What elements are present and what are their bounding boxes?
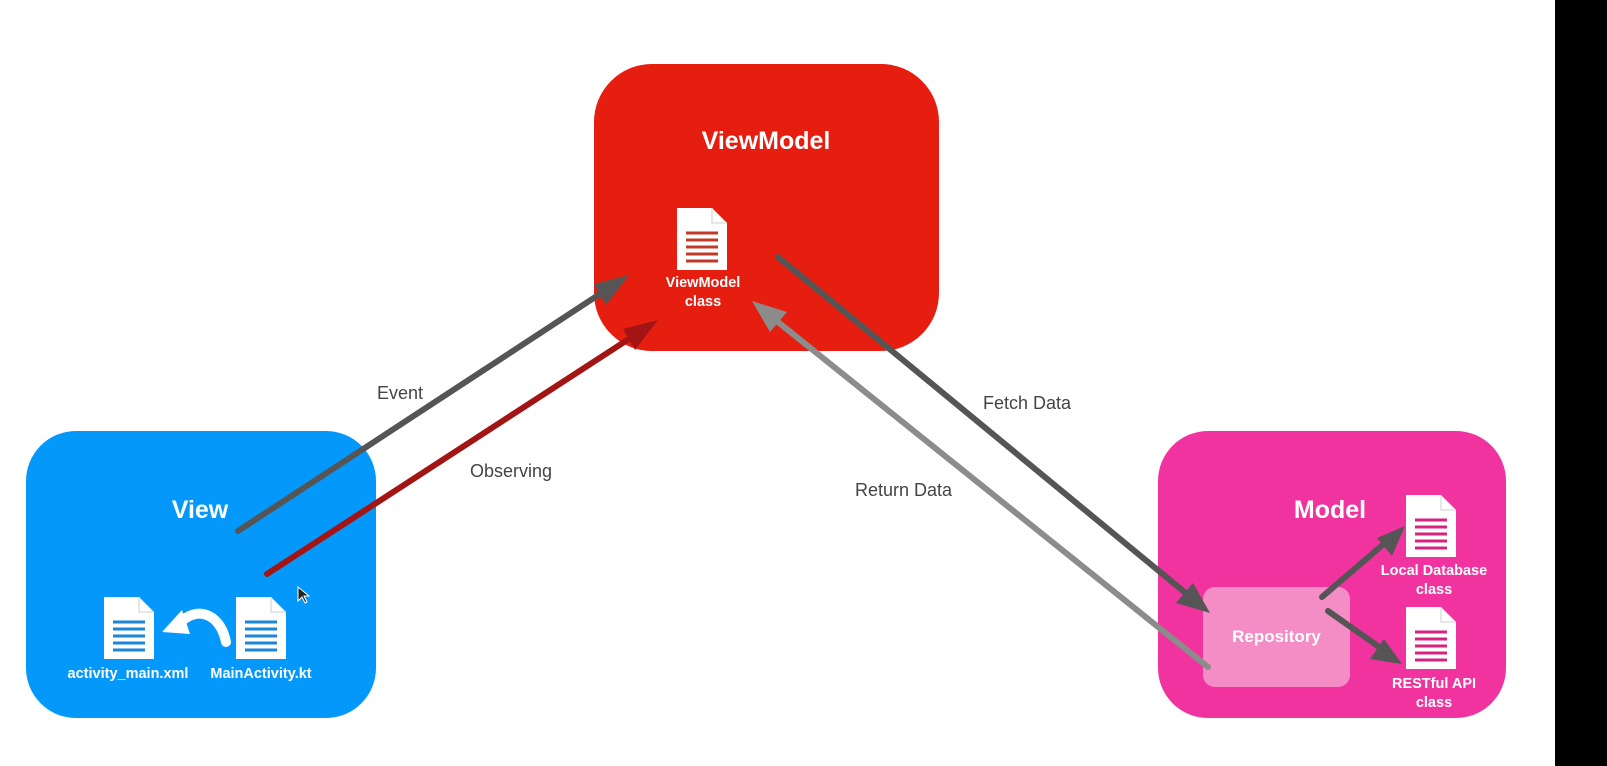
- restful-api-label: RESTful API class: [1391, 676, 1477, 711]
- local-database-label: Local Database class: [1380, 563, 1488, 598]
- repository-to-local-database-arrow: [1319, 526, 1405, 600]
- main-activity-document-icon: [235, 596, 287, 660]
- viewmodel-class-document-icon: [676, 207, 728, 271]
- activity-main-document-icon: [103, 596, 155, 660]
- model-title: Model: [1293, 496, 1367, 524]
- viewmodel-title: ViewModel: [701, 127, 831, 155]
- viewmodel-class-label: ViewModel class: [665, 275, 741, 310]
- fetch-data-arrow: [775, 254, 1210, 613]
- event-label: Event: [377, 383, 424, 403]
- observing-arrow: [264, 320, 658, 577]
- curved-arrow-icon: [162, 608, 231, 647]
- repository-label: Repository: [1232, 627, 1321, 646]
- local-database-document-icon: [1405, 494, 1457, 558]
- right-edge-strip: [1555, 0, 1607, 766]
- main-activity-label: MainActivity.kt: [210, 666, 312, 682]
- observing-label: Observing: [470, 461, 553, 481]
- activity-main-label: activity_main.xml: [67, 666, 189, 682]
- restful-api-document-icon: [1405, 606, 1457, 670]
- view-title: View: [171, 496, 229, 524]
- return-data-label: Return Data: [855, 480, 953, 500]
- fetch-data-label: Fetch Data: [983, 393, 1072, 413]
- viewmodel-box: [594, 64, 939, 351]
- event-arrow: [235, 275, 629, 534]
- repository-to-restful-api-arrow: [1325, 608, 1402, 664]
- return-data-arrow: [752, 301, 1211, 670]
- repository-box: Repository: [1203, 587, 1350, 687]
- cursor-icon: [297, 585, 311, 604]
